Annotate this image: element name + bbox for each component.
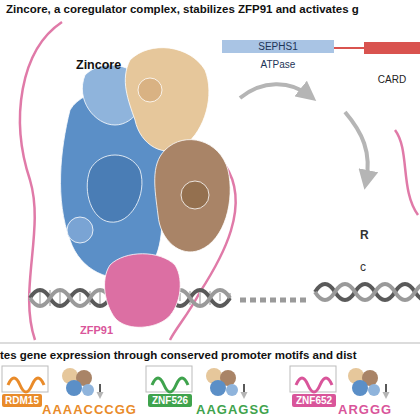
protein-chain (395, 130, 418, 215)
motif-sequence: ARGGG (338, 402, 392, 417)
node-sublabel: ATPase (222, 59, 334, 70)
complex-icon (352, 380, 368, 396)
complex-icon (82, 384, 94, 396)
down-arrow (243, 384, 245, 396)
domain-linker (334, 47, 364, 49)
domain-shape (364, 42, 420, 54)
node-label: ZNF526 (150, 395, 190, 406)
node-label: ZNF652 (294, 395, 334, 406)
inset-box (2, 366, 48, 392)
complex-icon (66, 380, 82, 396)
protein-tag: ZNF652 (292, 394, 336, 407)
inset-box (290, 366, 336, 392)
protein-tag: RDM15 (2, 394, 42, 407)
motif-sequence: AAGAGSG (196, 402, 270, 417)
inset-box (146, 366, 192, 392)
dna-helix (315, 284, 420, 300)
partial-label: R (360, 228, 369, 242)
complex-icon (226, 384, 238, 396)
partial-label: c (360, 260, 366, 274)
flow-arrow (240, 84, 310, 98)
flow-arrow (345, 112, 368, 182)
protein-label: ZFP91 (80, 324, 113, 336)
node-label: CARD (364, 74, 420, 85)
protein-tag: ZNF526 (148, 394, 192, 407)
motif-panel (2, 366, 386, 396)
zinc-finger-helix (8, 378, 44, 392)
node-label: SEPHS1 (222, 40, 334, 53)
complex-icon (210, 380, 226, 396)
down-arrow (99, 384, 101, 396)
structure-label: Zincore (76, 58, 121, 72)
down-arrow (385, 384, 387, 396)
zinc-finger-helix (152, 378, 188, 392)
panel-divider (0, 342, 420, 344)
complex-icon (368, 384, 380, 396)
cryo-em-structure (61, 48, 231, 328)
title: Zincore, a coregulator complex, stabiliz… (6, 3, 359, 15)
dna-gap (240, 298, 310, 303)
node-label: RDM15 (4, 395, 40, 406)
zinc-finger-helix (296, 378, 332, 392)
motif-sequence: AAAACCCGG (42, 402, 137, 417)
domain-box: CARD (364, 42, 420, 85)
panel-heading: tes gene expression through conserved pr… (0, 349, 357, 361)
domain-bar: SEPHS1ATPase (222, 40, 334, 70)
